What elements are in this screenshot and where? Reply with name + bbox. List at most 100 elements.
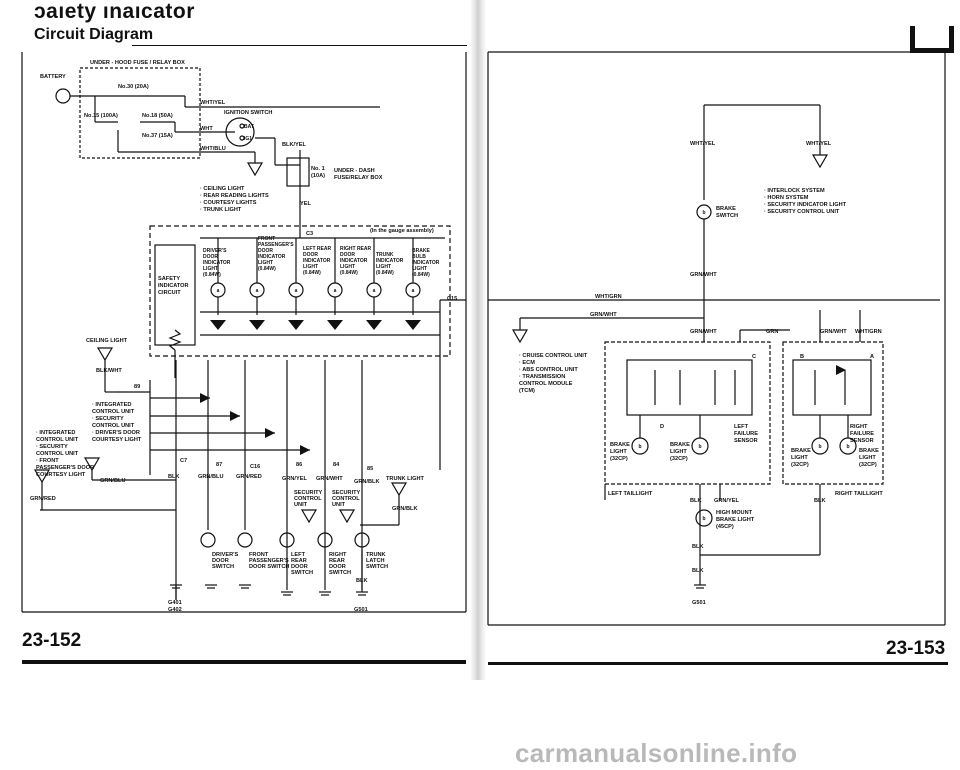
ind-rrear-4: (0.84W)	[340, 270, 358, 276]
high-mount-1: BRAKE LIGHT	[716, 517, 755, 523]
brake-light-a-0: BRAKE	[610, 442, 630, 448]
ground-g402: G402	[168, 607, 182, 613]
connector-86: 86	[296, 462, 302, 468]
r-wire-wht-yel-1: WHT/YEL	[690, 141, 716, 147]
ind-trunk-2: LIGHT	[376, 264, 391, 270]
ind-brake-1: BULB	[412, 254, 426, 260]
ind-brake-0: BRAKE	[412, 248, 430, 254]
ind-driver-0: DRIVER'S	[203, 248, 227, 254]
ind-lrear-0: LEFT REAR	[303, 246, 331, 252]
r-wire-wht-grn: WHT/GRN	[595, 294, 622, 300]
integrated2-4: · FRONT	[36, 458, 59, 464]
cruise-4: CONTROL MODULE	[519, 381, 573, 387]
r-connector-d: D	[660, 424, 664, 430]
brake-light-d-0: BRAKE	[859, 448, 879, 454]
wire-blk-label: BLK	[168, 474, 180, 480]
dash-box-label2: FUSE/RELAY BOX	[334, 175, 383, 181]
brake-light-b-0: BRAKE	[670, 442, 690, 448]
sw-fpass-0: FRONT	[249, 552, 269, 558]
wire-blk-label-2: BLK	[356, 578, 368, 584]
ind-trunk-3: (0.84W)	[376, 270, 394, 276]
ind-brake-2: INDICATOR	[412, 260, 440, 266]
right-failure-0: RIGHT	[850, 424, 868, 430]
r-connector-a: A	[870, 354, 874, 360]
sw-driver-1: DOOR	[212, 558, 229, 564]
integrated2-6: COURTESY LIGHT	[36, 472, 86, 478]
sw-lrear-3: SWITCH	[291, 570, 313, 576]
ind-lrear-1: DOOR	[303, 252, 318, 258]
r-connector-b: B	[800, 354, 804, 360]
sw-driver-0: DRIVER'S	[212, 552, 238, 558]
sw-lrear-1: REAR	[291, 558, 307, 564]
integrated2-2: · SECURITY	[36, 444, 68, 450]
svg-text:a: a	[412, 288, 415, 294]
wire-grn-red-label-2: GRN/RED	[236, 474, 262, 480]
fuse-37-label: No.37 (15A)	[142, 133, 173, 139]
sw-rrear-0: RIGHT	[329, 552, 347, 558]
ind-lrear-3: LIGHT	[303, 264, 318, 270]
left-failure-0: LEFT	[734, 424, 749, 430]
page-title: ɔaıety ınaıcator	[34, 0, 195, 23]
ind-rrear-3: LIGHT	[340, 264, 355, 270]
svg-text:a: a	[295, 288, 298, 294]
connector-c16: C16	[250, 464, 260, 470]
fuse-30-label: No.30 (20A)	[118, 84, 149, 90]
dash-fuse-label: No. 1	[311, 166, 325, 172]
ceiling-list-3: · TRUNK LIGHT	[200, 207, 242, 213]
r-wire-blk-3: BLK	[692, 544, 704, 550]
sw-fpass-1: PASSENGER'S	[249, 558, 289, 564]
sw-rrear-2: DOOR	[329, 564, 346, 570]
ceiling-list-1: · REAR READING LIGHTS	[200, 193, 269, 199]
integrated-1: CONTROL UNIT	[92, 409, 135, 415]
r-wire-grn-wht-4: GRN/WHT	[820, 329, 847, 335]
r-wire-blk-4: BLK	[692, 568, 704, 574]
ind-rrear-1: DOOR	[340, 252, 355, 258]
brake-light-b-1: LIGHT	[670, 449, 687, 455]
right-failure-1: FAILURE	[850, 431, 874, 437]
integrated2-5: PASSENGER'S DOOR	[36, 465, 94, 471]
ind-lrear-4: (0.84W)	[303, 270, 321, 276]
svg-text:b: b	[638, 444, 641, 450]
r-wire-blk-1: BLK	[690, 498, 702, 504]
left-failure-2: SENSOR	[734, 438, 758, 444]
section-tab-icon	[910, 26, 954, 53]
r-connector-c: C	[752, 354, 756, 360]
ind-driver-3: LIGHT	[203, 266, 218, 272]
connector-84: 84	[333, 462, 340, 468]
brake-light-b-2: (32CP)	[670, 456, 688, 462]
ind-fpass-2: DOOR	[258, 248, 273, 254]
connector-c3: C3	[306, 231, 313, 237]
fuse-18-label: No.18 (50A)	[142, 113, 173, 119]
ind-trunk-1: INDICATOR	[376, 258, 404, 264]
cruise-3: · TRANSMISSION	[519, 374, 565, 380]
ind-rrear-0: RIGHT REAR	[340, 246, 372, 252]
sw-lrear-0: LEFT	[291, 552, 306, 558]
header-rule	[132, 45, 467, 46]
ind-trunk-0: TRUNK	[376, 252, 394, 258]
r-wire-grn-wht-2: GRN/WHT	[590, 312, 617, 318]
svg-text:a: a	[217, 288, 220, 294]
svg-text:b: b	[698, 444, 701, 450]
ceiling-light-label: CEILING LIGHT	[86, 338, 128, 344]
svg-text:b: b	[818, 444, 821, 450]
sw-fpass-2: DOOR SWITCH	[249, 564, 289, 570]
brake-switch-1: SWITCH	[716, 213, 738, 219]
wire-blk-yel-label: BLK/YEL	[282, 142, 307, 148]
r-ground-g501: G501	[692, 600, 706, 606]
sec-unit-b-2: UNIT	[332, 502, 346, 508]
brake-light-d-2: (32CP)	[859, 462, 877, 468]
svg-text:b: b	[702, 516, 705, 522]
sec-unit-b-0: SECURITY	[332, 490, 361, 496]
sw-driver-2: SWITCH	[212, 564, 234, 570]
watermark-text[interactable]: carmanualsonline.info	[515, 738, 798, 768]
interlock-0: · INTERLOCK SYSTEM	[764, 188, 825, 194]
r-wire-grn-wht-3: GRN/WHT	[690, 329, 717, 335]
ind-driver-2: INDICATOR	[203, 260, 231, 266]
fuse-box-label: UNDER - HOOD FUSE / RELAY BOX	[90, 60, 185, 66]
integrated-0: · INTEGRATED	[92, 402, 131, 408]
interlock-2: · SECURITY INDICATOR LIGHT	[764, 202, 847, 208]
sw-trunk-2: SWITCH	[366, 564, 388, 570]
